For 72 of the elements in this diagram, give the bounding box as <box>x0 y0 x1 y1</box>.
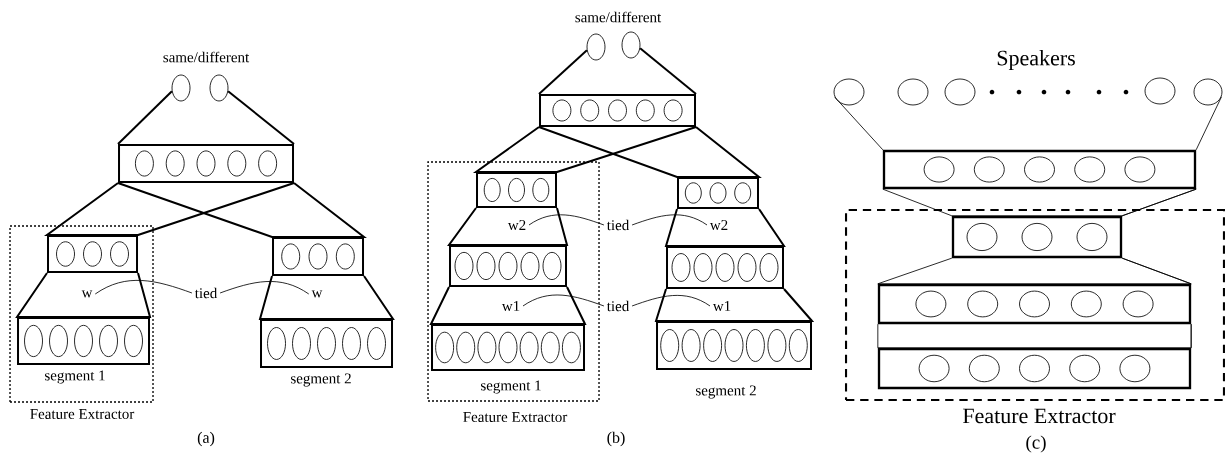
layer-box <box>539 94 696 127</box>
tie-curve <box>631 214 708 226</box>
connection-line <box>877 257 1192 285</box>
connection-line <box>654 288 815 322</box>
connection-line <box>117 182 367 238</box>
weight-label: tied <box>606 219 630 231</box>
unit-circle <box>209 74 229 102</box>
unit-circle <box>833 78 865 106</box>
connection-line <box>447 207 569 246</box>
layer-box <box>666 246 784 289</box>
layer-box <box>17 317 150 365</box>
connection-line <box>429 286 587 325</box>
connection-line <box>639 47 697 95</box>
node-label: Feature Extractor <box>962 408 1116 424</box>
unit-circle <box>1193 78 1223 106</box>
connection-line <box>43 182 295 236</box>
connection-line <box>1195 96 1222 151</box>
unit-circle <box>897 78 929 106</box>
connection-line <box>538 49 588 95</box>
node-label: segment 2 <box>696 385 756 399</box>
label: (b) <box>607 431 625 447</box>
layer-box <box>882 149 1197 190</box>
connection-line <box>664 208 786 247</box>
connection-line <box>15 272 152 318</box>
connection-line <box>258 275 395 320</box>
weight-label: w <box>81 290 93 298</box>
node-label: segment 1 <box>45 370 105 384</box>
connection-line <box>472 126 697 173</box>
unit-circle <box>1144 77 1176 105</box>
node-label: Feature Extractor <box>463 411 568 422</box>
unit-circle <box>586 33 606 61</box>
label: same/different <box>575 11 662 23</box>
layer-box <box>118 144 294 183</box>
node-label: Feature Extractor <box>30 408 135 419</box>
connection-line <box>834 96 884 151</box>
layer-box <box>47 235 138 273</box>
layer-box <box>476 172 557 208</box>
group-box: Feature Extractor <box>844 208 1225 424</box>
layer-box <box>877 347 1192 390</box>
layer-box <box>656 321 812 370</box>
connection-line <box>117 90 173 145</box>
weight-label: w1 <box>501 300 520 311</box>
weight-label: w2 <box>507 219 526 231</box>
tie-curve <box>631 295 711 307</box>
layer-box <box>431 324 585 371</box>
label: Speakers <box>997 50 1075 70</box>
unit-circle <box>944 78 976 106</box>
weight-label: tied <box>606 300 630 312</box>
layer-box <box>260 319 393 368</box>
connection-line <box>227 90 295 145</box>
tie-curve <box>522 294 605 307</box>
layer-box <box>877 283 1192 325</box>
connection-line <box>538 126 762 178</box>
node-label: segment 1 <box>481 380 541 394</box>
label: (c) <box>1026 435 1046 453</box>
tie-curve <box>219 281 310 295</box>
label: (a) <box>197 431 215 447</box>
unit-circle <box>621 31 641 59</box>
layer-box <box>272 237 364 276</box>
connection-line <box>877 323 1192 349</box>
label: same/different <box>163 51 250 63</box>
layer-box <box>951 215 1123 259</box>
weight-label: w2 <box>709 219 728 231</box>
weight-label: tied <box>194 287 218 299</box>
layer-box <box>449 245 567 287</box>
tie-curve <box>94 280 193 295</box>
tie-curve <box>528 214 605 226</box>
layer-box <box>677 177 759 209</box>
weight-label: w1 <box>712 300 731 311</box>
node-label: segment 2 <box>291 373 351 387</box>
weight-label: w <box>311 290 323 298</box>
unit-circle <box>171 74 191 102</box>
